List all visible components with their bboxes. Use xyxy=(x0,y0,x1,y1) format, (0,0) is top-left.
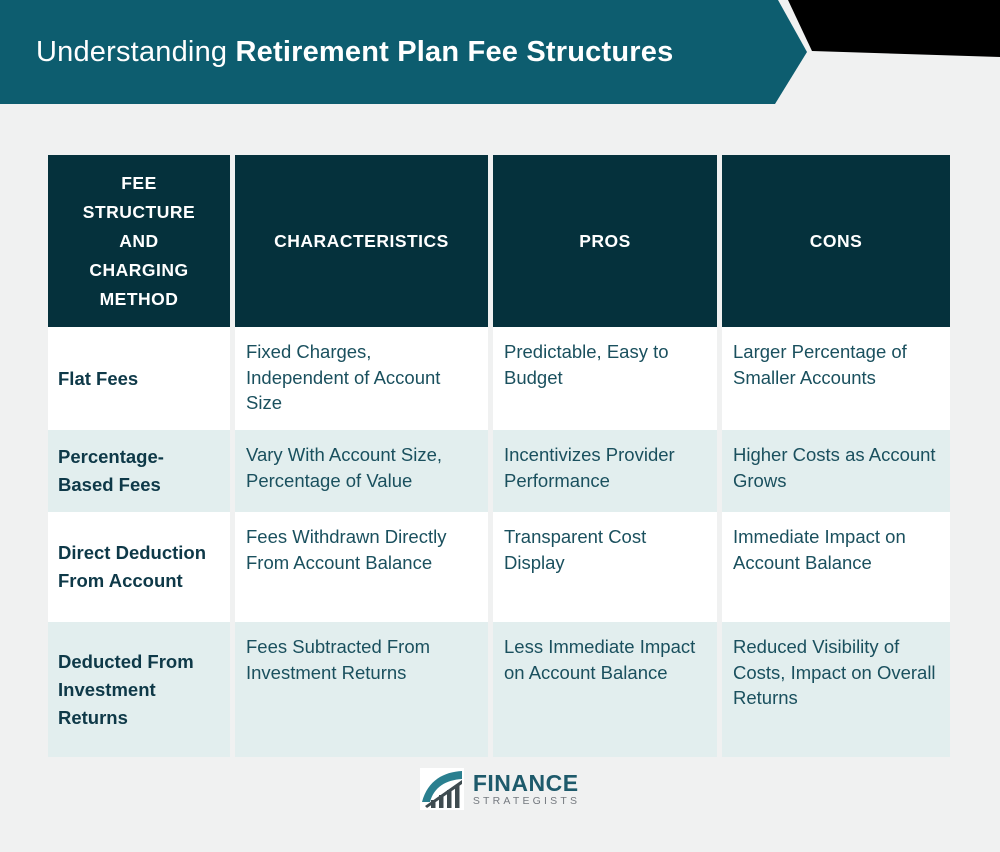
row-label-percentage-based-fees: Percentage-Based Fees xyxy=(48,430,230,512)
column-header-fee-structure: FEE STRUCTURE AND CHARGING METHOD xyxy=(48,155,230,327)
row-label-deducted-from-returns: Deducted From Investment Returns xyxy=(48,622,230,757)
corner-accent-shape xyxy=(788,0,1000,57)
cell-cons: Immediate Impact on Account Balance xyxy=(722,512,950,622)
cell-pros: Less Immediate Impact on Account Balance xyxy=(493,622,717,757)
column-header-characteristics: CHARACTERISTICS xyxy=(235,155,488,327)
cell-cons: Higher Costs as Account Grows xyxy=(722,430,950,512)
page-title-bold: Retirement Plan Fee Structures xyxy=(235,35,674,68)
column-header-pros: PROS xyxy=(493,155,717,327)
page-title-regular: Understanding xyxy=(36,35,236,68)
cell-cons: Larger Percentage of Smaller Accounts xyxy=(722,327,950,430)
brand-name-secondary: STRATEGISTS xyxy=(472,794,581,807)
column-header-cons: CONS xyxy=(722,155,950,327)
page-title: Understanding Retirement Plan Fee Struct… xyxy=(36,0,673,104)
brand-logo: FINANCE STRATEGISTS xyxy=(0,768,1000,810)
cell-characteristics: Vary With Account Size, Percentage of Va… xyxy=(235,430,488,512)
cell-cons: Reduced Visibility of Costs, Impact on O… xyxy=(722,622,950,757)
cell-characteristics: Fees Subtracted From Investment Returns xyxy=(235,622,488,757)
cell-pros: Predictable, Easy to Budget xyxy=(493,327,717,430)
bridge-arc-chart-icon xyxy=(419,768,464,810)
cell-pros: Transparent Cost Display xyxy=(493,512,717,622)
brand-name-primary: FINANCE xyxy=(472,769,579,796)
brand-wordmark: FINANCE STRATEGISTS xyxy=(473,771,580,808)
cell-characteristics: Fees Withdrawn Directly From Account Bal… xyxy=(235,512,488,622)
cell-pros: Incentivizes Provider Performance xyxy=(493,430,717,512)
row-label-direct-deduction: Direct Deduction From Account xyxy=(48,512,230,622)
title-banner xyxy=(0,0,807,104)
row-label-flat-fees: Flat Fees xyxy=(48,327,230,430)
fee-structure-table: FEE STRUCTURE AND CHARGING METHOD CHARAC… xyxy=(48,155,950,757)
cell-characteristics: Fixed Charges, Independent of Account Si… xyxy=(235,327,488,430)
